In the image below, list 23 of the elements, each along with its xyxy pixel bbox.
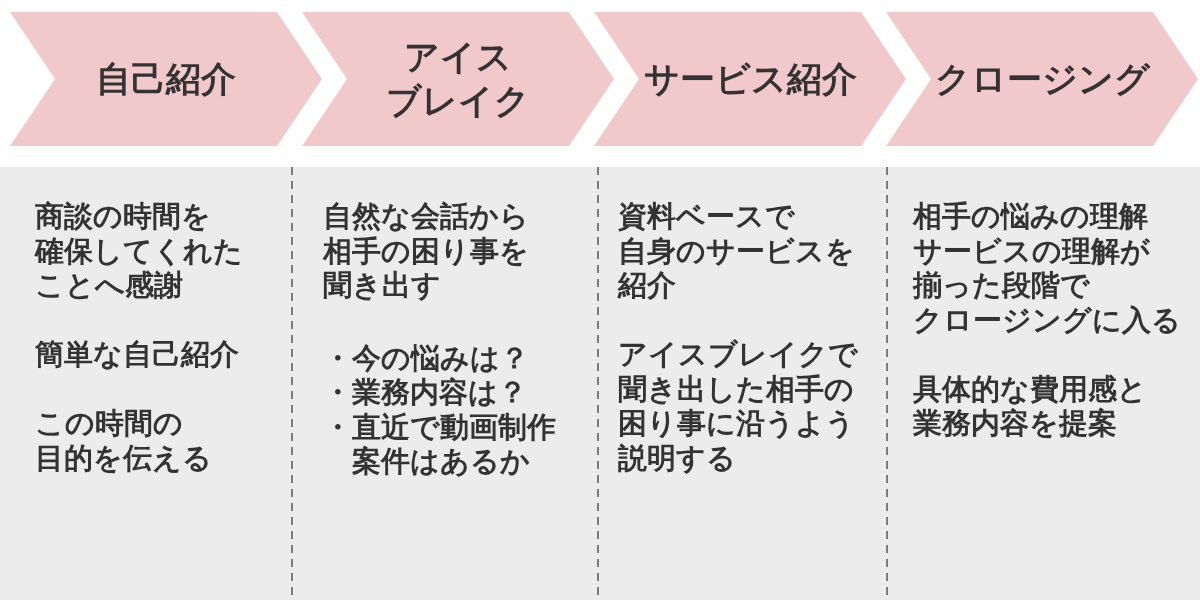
stage-title: サービス紹介 <box>643 58 857 100</box>
description-text: 資料ベースで自身のサービスを紹介 <box>618 199 855 303</box>
description-text: 商談の時間を確保してくれたことへ感謝 <box>35 199 243 303</box>
bullet-item: ・業務内容は？ <box>323 375 527 410</box>
description-text: アイスブレイクで聞き出した相手の困り事に沿うよう説明する <box>618 337 858 475</box>
description-text: 相手の悩みの理解サービスの理解が揃った段階でクロージングに入る <box>913 199 1181 337</box>
column-panel <box>0 167 292 600</box>
bullet-item: ・直近で動画制作案件はあるか <box>323 409 556 479</box>
chevron-shape <box>886 12 1198 146</box>
chevron-shape <box>10 12 322 146</box>
stage-title: クロージング <box>934 58 1150 100</box>
chevron-shape <box>594 12 906 146</box>
description-text: 具体的な費用感と業務内容を提案 <box>913 371 1147 441</box>
description-text: この時間の目的を伝える <box>35 406 212 475</box>
stage-title: 自己紹介 <box>96 58 236 100</box>
bullet-item: ・今の悩みは？ <box>323 340 529 375</box>
description-text: 自然な会話から相手の困り事を聞き出す <box>323 199 529 303</box>
column-panel <box>887 167 1200 600</box>
column-panel <box>292 167 598 600</box>
chevron-shape <box>302 12 614 146</box>
stage-title: アイスブレイク <box>386 36 530 122</box>
description-text: 簡単な自己紹介 <box>35 337 239 372</box>
column-panel <box>598 167 887 600</box>
